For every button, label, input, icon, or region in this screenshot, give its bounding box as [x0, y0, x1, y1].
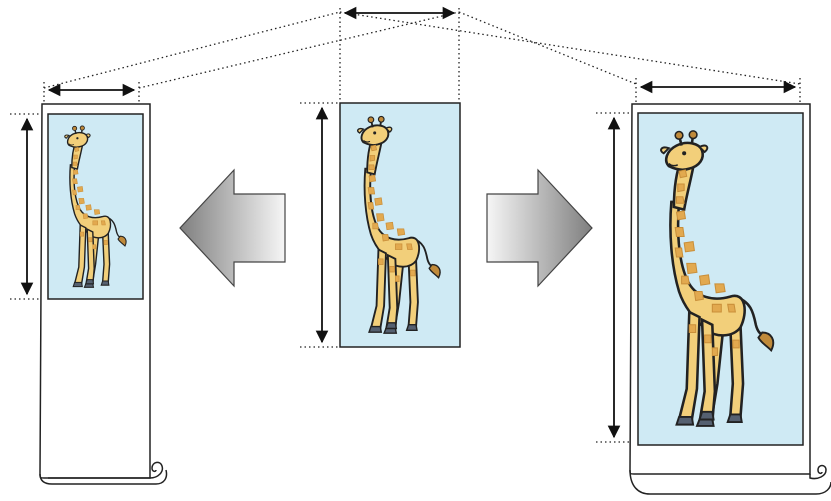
paper-curl-right: [809, 464, 827, 480]
reduce-arrow: [179, 168, 286, 288]
enlarged-image: [637, 112, 804, 446]
enlarged-print-panel: [629, 103, 831, 495]
paper-curl-left: [48, 461, 164, 479]
original-image: [339, 102, 461, 348]
width-arrows: [47, 6, 797, 97]
original-print-panel: [339, 102, 461, 348]
enlarge-arrow: [486, 168, 593, 288]
height-arrows: [20, 106, 621, 439]
reduced-image: [47, 113, 144, 300]
reduced-print-panel: [39, 103, 168, 485]
